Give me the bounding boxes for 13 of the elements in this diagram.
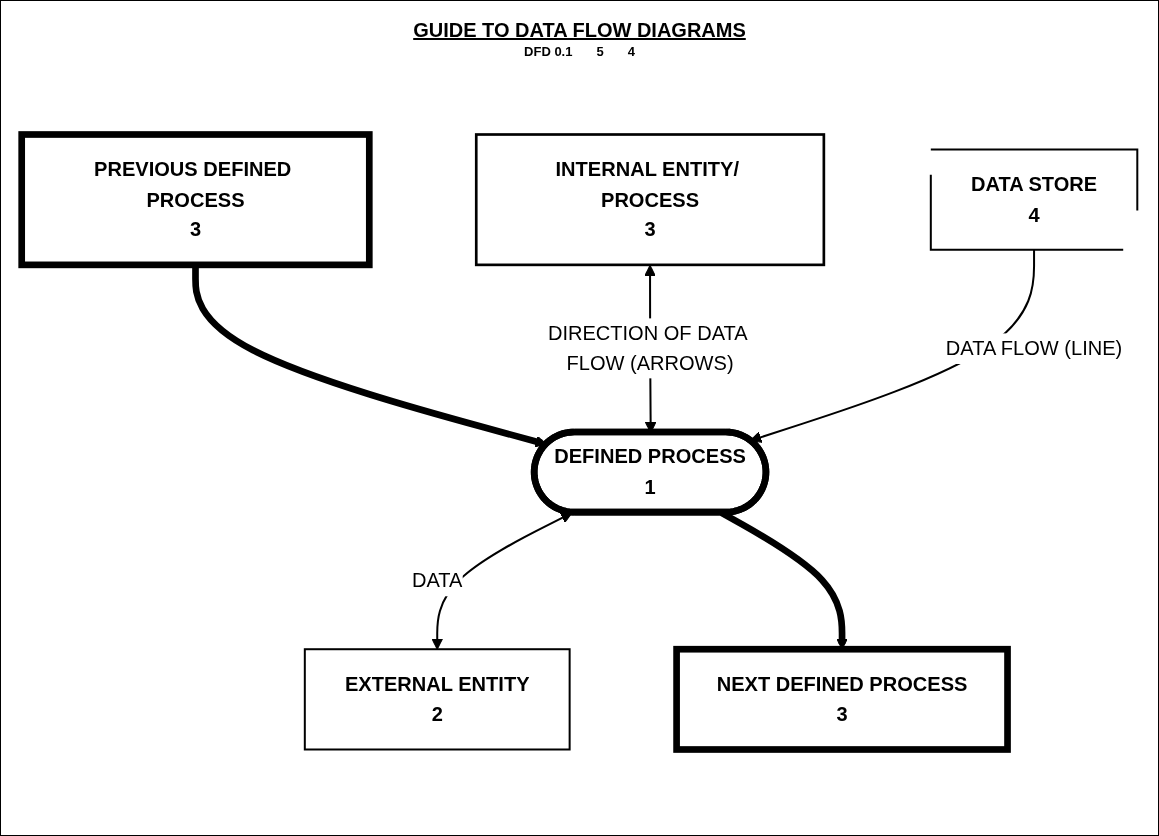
node-box: INTERNAL ENTITY/ PROCESS 3 bbox=[474, 133, 826, 267]
note-text: 5 bbox=[596, 44, 604, 59]
node-box: NEXT DEFINED PROCESS 3 bbox=[673, 645, 1011, 753]
edge-label: DIRECTION OF DATA FLOW (ARROWS) bbox=[547, 321, 747, 374]
edge-label: DATA FLOW (LINE) bbox=[945, 336, 1123, 359]
node-box: EXTERNAL ENTITY 2 bbox=[303, 648, 571, 751]
edge-label: DATA bbox=[411, 568, 463, 592]
arrow bbox=[431, 512, 573, 650]
note-text: DFD 0.1 bbox=[524, 44, 573, 59]
node-box: PREVIOUS DEFINED PROCESS 3 bbox=[18, 131, 373, 269]
diagram-title: GUIDE TO DATA FLOW DIAGRAMS bbox=[413, 19, 746, 42]
note-text: 4 bbox=[627, 44, 635, 59]
node-box: DATA STORE 4 bbox=[929, 148, 1139, 251]
